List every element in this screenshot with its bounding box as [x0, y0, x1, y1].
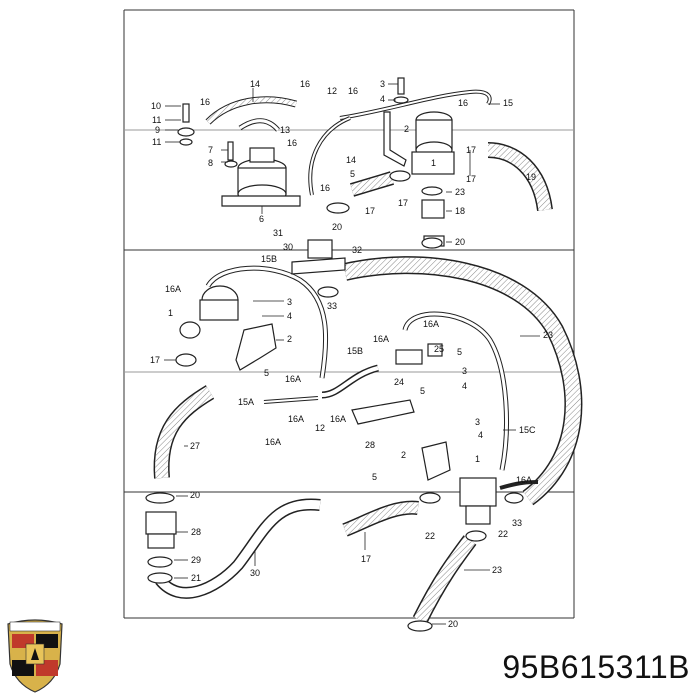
callout: 6: [259, 214, 264, 224]
callout: 1: [475, 454, 480, 464]
callout: 20: [332, 222, 342, 232]
callout: 11: [152, 137, 161, 147]
callout: 23: [455, 187, 465, 197]
callout: 25: [434, 344, 444, 354]
callout: 27: [190, 441, 200, 451]
callout: 12: [315, 423, 325, 433]
callout: 7: [208, 145, 213, 155]
leader-lines: [164, 83, 540, 625]
callout: 29: [191, 555, 201, 565]
callout: 8: [208, 158, 213, 168]
callout: 22: [498, 529, 508, 539]
callout: 16A: [330, 414, 346, 424]
callout: 16A: [165, 284, 181, 294]
callout: 20: [448, 619, 458, 629]
callout: 23: [492, 565, 502, 575]
callout: 17: [466, 145, 476, 155]
callout: 16: [320, 183, 330, 193]
callout: 33: [327, 301, 337, 311]
callout: 32: [352, 245, 362, 255]
callout: 20: [190, 490, 200, 500]
porsche-crest-logo: [4, 614, 66, 694]
callout: 30: [250, 568, 260, 578]
callout: 9: [155, 125, 160, 135]
callout: 13: [280, 125, 290, 135]
callout: 17: [361, 554, 371, 564]
callout: 17: [365, 206, 375, 216]
callout: 17: [466, 174, 476, 184]
callout: 15: [503, 98, 513, 108]
callout: 15A: [238, 397, 254, 407]
callout: 16: [458, 98, 468, 108]
callout: 16: [348, 86, 358, 96]
callout: 28: [365, 440, 375, 450]
callout: 5: [457, 347, 462, 357]
callout: 16A: [423, 319, 439, 329]
callout: 5: [264, 368, 269, 378]
callout: 5: [420, 386, 425, 396]
callout: 21: [191, 573, 201, 583]
callout: 11: [152, 115, 161, 125]
callout: 14: [250, 79, 260, 89]
callout: 1: [168, 308, 173, 318]
callout: 16: [287, 138, 297, 148]
callout: 3: [380, 79, 385, 89]
callout: 14: [346, 155, 356, 165]
callout: 3: [475, 417, 480, 427]
callout-labels: 14 16 12 16 3 4 10 16 16 15 11 9 11 13 2…: [150, 79, 553, 629]
callout: 4: [287, 311, 292, 321]
callout: 2: [401, 450, 406, 460]
callout: 18: [455, 206, 465, 216]
callout: 4: [380, 94, 385, 104]
callout: 10: [151, 101, 161, 111]
callout: 16A: [288, 414, 304, 424]
callout: 16A: [373, 334, 389, 344]
part-number: 95B615311B: [502, 649, 690, 685]
callout: 4: [478, 430, 483, 440]
callout: 16A: [516, 475, 532, 485]
hoses: [153, 89, 583, 624]
callout: 33: [512, 518, 522, 528]
callout: 23: [543, 330, 553, 340]
callout: 2: [404, 124, 409, 134]
callout: 17: [150, 355, 160, 365]
callout: 12: [327, 86, 337, 96]
callout: 4: [462, 381, 467, 391]
diagram-frame: [123, 9, 575, 619]
callout: 16: [300, 79, 310, 89]
callout: 20: [455, 237, 465, 247]
callout: 17: [398, 198, 408, 208]
callout: 1: [431, 158, 436, 168]
callout: 3: [287, 297, 292, 307]
callout: 19: [526, 172, 536, 182]
callout: 30: [283, 242, 293, 252]
callout: 31: [273, 228, 283, 238]
callout: 28: [191, 527, 201, 537]
components: [145, 77, 524, 632]
callout: 15B: [347, 346, 363, 356]
callout: 16A: [285, 374, 301, 384]
callout: 5: [372, 472, 377, 482]
callout: 22: [425, 531, 435, 541]
callout: 3: [462, 366, 467, 376]
callout: 15B: [261, 254, 277, 264]
callout: 24: [394, 377, 404, 387]
callout: 16A: [265, 437, 281, 447]
callout: 15C: [519, 425, 536, 435]
callout: 16: [200, 97, 210, 107]
callout: 2: [287, 334, 292, 344]
callout: 5: [350, 169, 355, 179]
